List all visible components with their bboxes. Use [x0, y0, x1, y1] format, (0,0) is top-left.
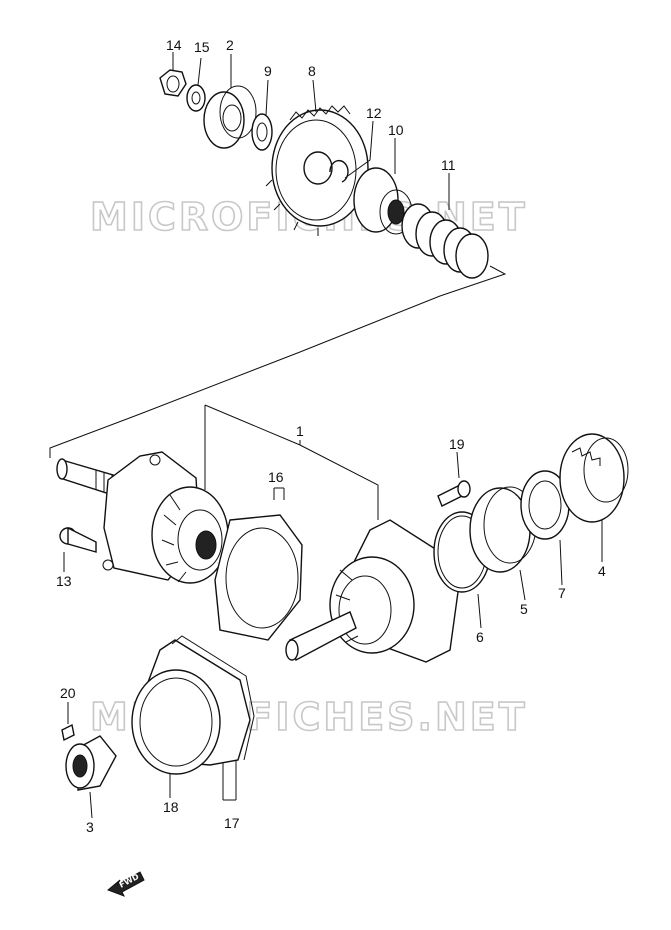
bolt-part-19 [437, 480, 471, 507]
bearing-part-2 [203, 85, 257, 149]
collar-part-10 [353, 167, 413, 235]
callout-17: 17 [224, 815, 240, 831]
callout-5: 5 [520, 601, 528, 617]
upper-gear-assembly [159, 69, 489, 279]
bevel-drive-housing [56, 451, 229, 584]
forward-arrow-icon: FWD [107, 871, 145, 897]
callout-7: 7 [558, 585, 566, 601]
ring-nut-part-4 [559, 433, 629, 523]
callout-labels: 14 15 2 9 8 12 10 11 1 19 16 13 4 7 5 6 … [56, 37, 606, 835]
pin-part-20 [61, 723, 75, 742]
spacer-part-9 [251, 113, 273, 151]
callout-4: 4 [598, 563, 606, 579]
bearing-part-5 [469, 486, 537, 573]
callout-1: 1 [296, 423, 304, 439]
bolt-part-13 [59, 526, 97, 553]
washer-part-15 [186, 84, 206, 112]
gear-part-8 [265, 105, 369, 236]
cover-part-18 [131, 639, 251, 775]
callout-9: 9 [264, 63, 272, 79]
gasket-part-16 [214, 514, 303, 641]
callout-13: 13 [56, 573, 72, 589]
callout-6: 6 [476, 629, 484, 645]
callout-14: 14 [166, 37, 182, 53]
callout-19: 19 [449, 436, 465, 452]
callout-3: 3 [86, 819, 94, 835]
spring-part-11 [401, 203, 489, 279]
leader-lines [63, 52, 603, 819]
callout-12: 12 [366, 105, 382, 121]
callout-2: 2 [226, 37, 234, 53]
callout-20: 20 [60, 685, 76, 701]
callout-18: 18 [163, 799, 179, 815]
gasket-part-17 [171, 635, 255, 761]
callout-10: 10 [388, 122, 404, 138]
callout-11: 11 [441, 157, 456, 173]
nut-part-14 [159, 69, 187, 97]
callout-16: 16 [268, 469, 284, 485]
callout-15: 15 [194, 39, 210, 55]
callout-8: 8 [308, 63, 316, 79]
pinion-housing [285, 519, 459, 663]
circlip-part-12 [329, 159, 349, 183]
collar-part-3 [65, 735, 117, 791]
